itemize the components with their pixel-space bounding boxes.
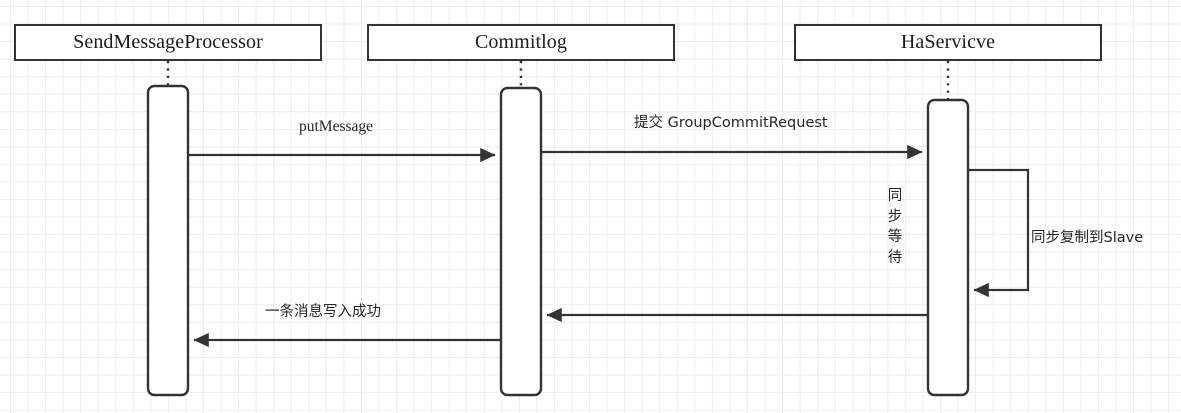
message-label-sync-replicate-to-slave: 同步复制到Slave [1031,230,1144,246]
message-label-message-write-success: 一条消息写入成功 [265,304,381,320]
activation-send-message-processor [146,84,190,397]
participant-box-commitlog[interactable]: Commitlog [367,24,675,61]
participant-box-haservicve[interactable]: HaServicve [794,24,1102,61]
participant-box-send-message-processor[interactable]: SendMessageProcessor [14,24,322,61]
message-label-put-message: putMessage [299,118,374,135]
activation-commitlog [499,86,543,397]
message-label-submit-group-commit-request: 提交 GroupCommitRequest [634,115,828,131]
activation-haservicve [926,98,970,397]
participant-label-send-message-processor: SendMessageProcessor [73,31,263,53]
participant-label-commitlog: Commitlog [474,31,568,53]
participant-label-haservicve: HaServicve [900,31,996,53]
annotation-sync-wait: 同步等待 [887,188,903,266]
message-arrow-sync-replicate-to-slave [968,168,1030,298]
